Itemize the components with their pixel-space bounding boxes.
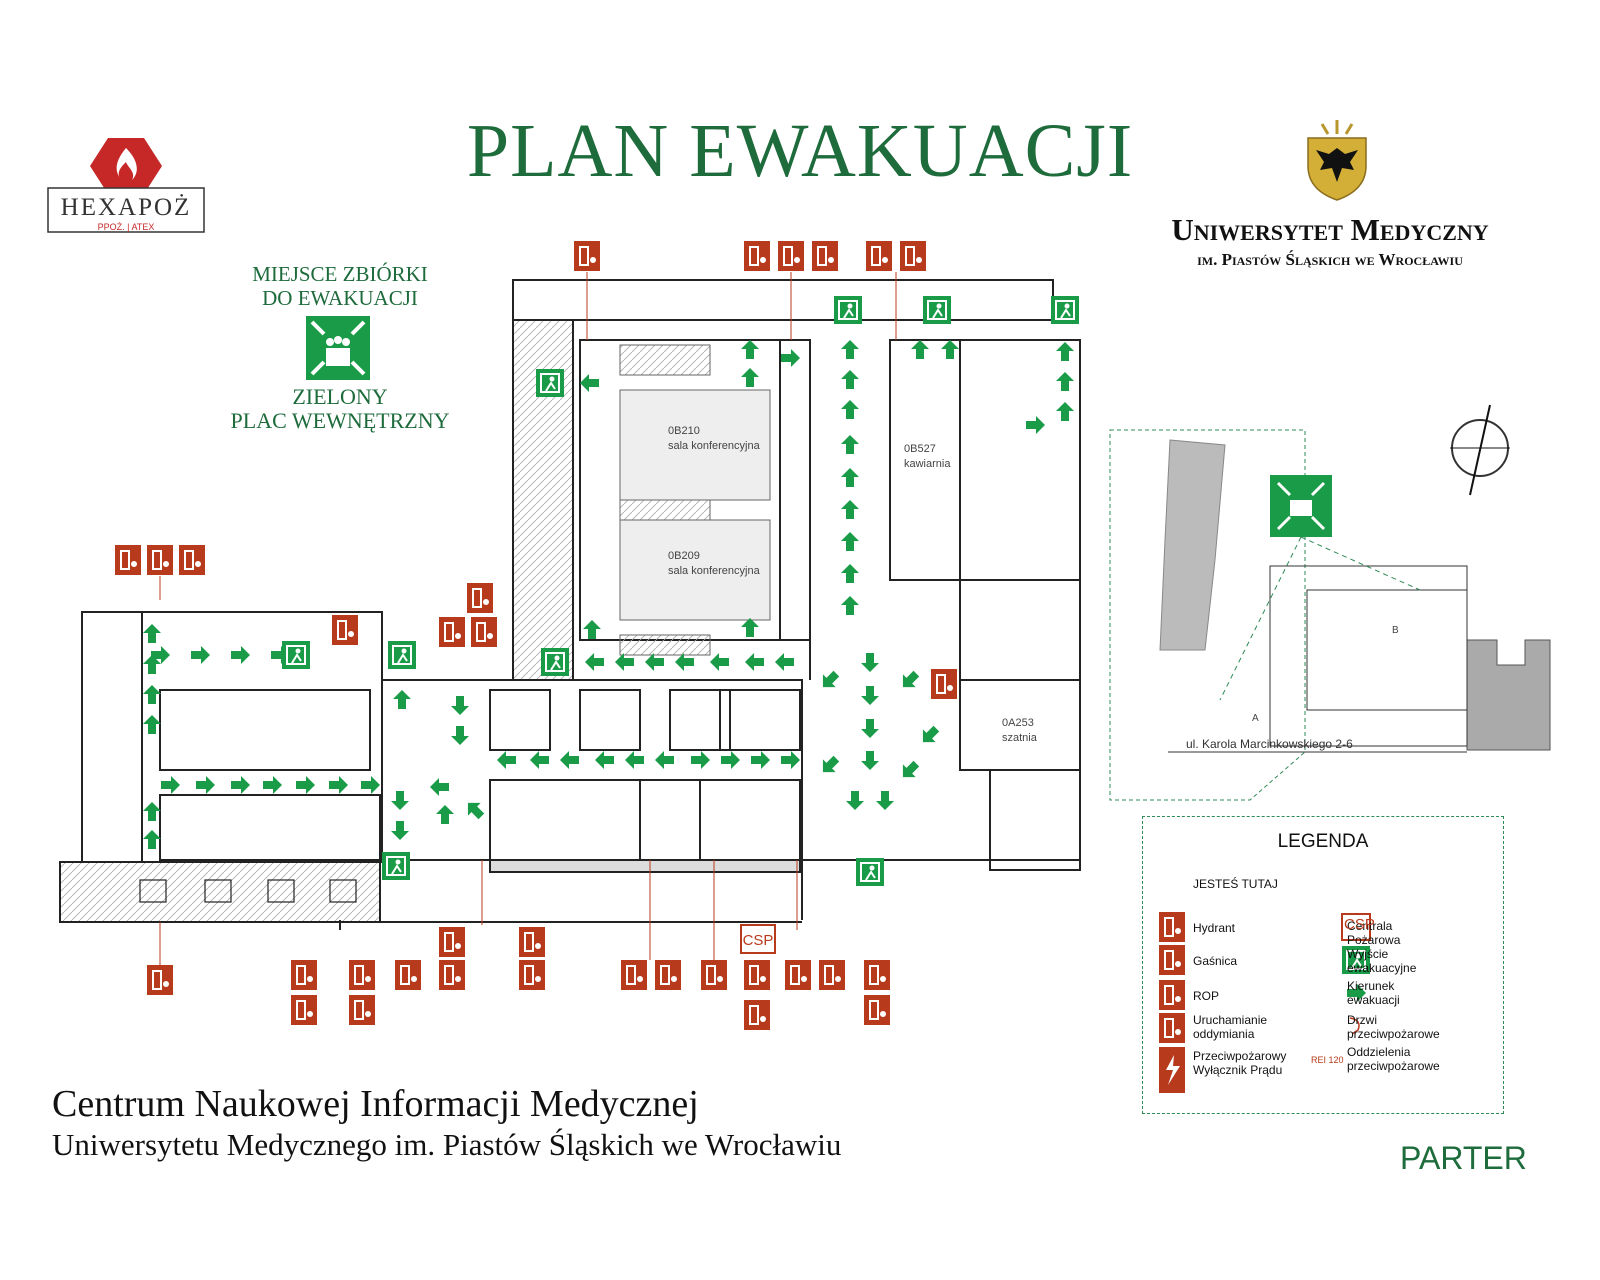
legend-csp-label: CSP	[1344, 916, 1375, 933]
evacuation-arrows	[143, 340, 1074, 849]
legend-box: LEGENDA JESTEŚ TUTAJ Hydrant Gaśnica ROP…	[1142, 816, 1504, 1114]
legend-fire-doors: Drzwi przeciwpożarowe	[1347, 1013, 1440, 1041]
legend-you-are-here: JESTEŚ TUTAJ	[1193, 877, 1278, 891]
site-street-label: ul. Karola Marcinkowskiego 2-6	[1186, 737, 1353, 751]
leader-lines	[159, 272, 897, 965]
windows-lower	[139, 879, 357, 903]
room-0b527-name: kawiarnia	[904, 458, 951, 470]
site-building-a: A	[1252, 713, 1259, 724]
eagle-crest-icon	[1307, 120, 1367, 201]
room-0b210-name: sala konferencyjna	[668, 440, 760, 452]
lower-wing-walls	[59, 611, 1080, 930]
legend-direction: Kierunek ewakuacji	[1347, 979, 1400, 1007]
assembly-title-1: MIEJSCE ZBIÓRKI	[252, 262, 428, 286]
site-building-b: B	[1392, 625, 1399, 636]
room-0b210-number: 0B210	[668, 425, 700, 437]
legend-hydrant: Hydrant	[1193, 921, 1236, 935]
floor-label: PARTER	[1400, 1140, 1527, 1176]
legend-rei-label: REI 120	[1311, 1055, 1344, 1065]
room-0b527-number: 0B527	[904, 443, 936, 455]
legend-csp: Centrala Pożarowa	[1347, 919, 1401, 947]
csp-sign: CSP	[740, 924, 776, 954]
site-map	[1109, 404, 1551, 801]
legend-rop: ROP	[1193, 989, 1220, 1003]
flame-logo-icon	[47, 138, 205, 233]
legend-exit: Wyjście ewakuacyjne	[1347, 947, 1417, 975]
legend-extinguisher: Gaśnica	[1193, 954, 1238, 968]
footer-university: Uniwersytetu Medycznego im. Piastów Śląs…	[52, 1127, 842, 1162]
room-0a253-name: szatnia	[1002, 732, 1037, 744]
assembly-place-2: PLAC WEWNĘTRZNY	[230, 408, 450, 433]
legend-symbols	[1158, 911, 1371, 1093]
legend-power-off: Przeciwpożarowy Wyłącznik Prądu	[1193, 1049, 1287, 1077]
hexapoz-tagline: PPOŻ. | ATEX	[97, 222, 155, 232]
hexapoz-name: HEXAPOŻ	[60, 194, 192, 221]
assembly-place-1: ZIELONY	[292, 384, 388, 409]
legend-smoke: Uruchamianie oddymiania	[1193, 1013, 1268, 1041]
assembly-title-2: DO EWAKUACJI	[262, 286, 418, 310]
legend-title: LEGENDA	[1277, 831, 1369, 852]
hexapoz-logo: HEXAPOŻ PPOŻ. | ATEX	[46, 136, 206, 236]
legend-separation: Oddzielenia przeciwpożarowe	[1347, 1045, 1440, 1073]
university-crest	[1302, 120, 1372, 207]
page-title: PLAN EWAKUACJI	[466, 109, 1134, 193]
room-0b209-number: 0B209	[668, 550, 700, 562]
university-subtitle: im. Piastów Śląskich we Wrocławiu	[1197, 250, 1463, 269]
university-name: Uniwersytet Medyczny	[1171, 212, 1489, 247]
room-0b209-name: sala konferencyjna	[668, 565, 760, 577]
upper-wing-walls	[512, 279, 1081, 871]
svg-text:CSP: CSP	[743, 932, 774, 949]
assembly-point-icon	[306, 316, 370, 380]
room-0a253-number: 0A253	[1002, 717, 1034, 729]
seating-rows	[619, 344, 771, 656]
footer-institution: Centrum Naukowej Informacji Medycznej	[52, 1083, 699, 1125]
